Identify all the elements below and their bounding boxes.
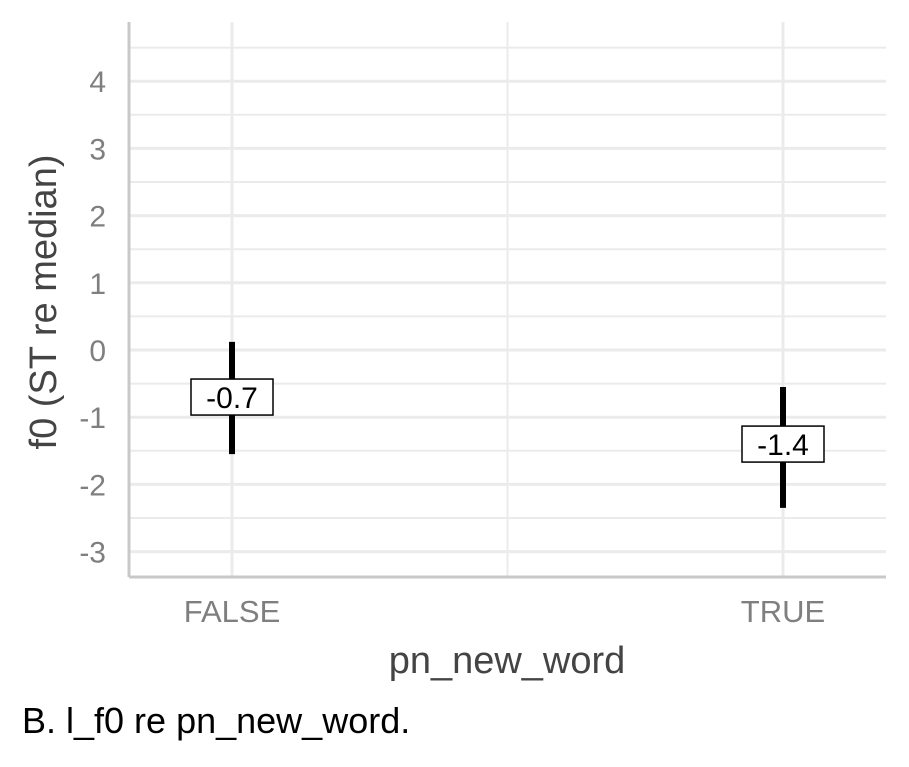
y-axis-title: f0 (ST re median): [23, 155, 65, 450]
value-label-box: [741, 425, 825, 463]
value-label: -1.4: [757, 429, 809, 462]
y-tick-label: 3: [89, 133, 106, 166]
grid: [129, 22, 886, 577]
y-tick-labels: -3 -2 -1 0 1 2 3 4: [79, 66, 106, 569]
axes: [127, 22, 886, 579]
y-tick-label: -2: [79, 469, 106, 502]
x-axis-title: pn_new_word: [389, 640, 626, 682]
y-tick-label: 1: [89, 268, 106, 301]
x-tick-labels: FALSE TRUE: [184, 594, 825, 629]
y-tick-label: -3: [79, 537, 106, 570]
x-tick-label: FALSE: [184, 594, 281, 629]
error-bars: -0.7 -1.4: [190, 341, 825, 508]
y-tick-label: 0: [89, 335, 106, 368]
y-tick-label: 4: [89, 66, 106, 99]
x-tick-label: TRUE: [741, 594, 825, 629]
chart: -3 -2 -1 0 1 2 3 4 FALSE TRUE -0.7 -1.4 pn_new_wo…: [23, 22, 886, 682]
figure-caption: B. l_f0 re pn_new_word.: [22, 700, 411, 741]
y-tick-label: 2: [89, 201, 106, 234]
y-tick-label: -1: [79, 402, 106, 435]
value-label-box: [190, 378, 274, 416]
value-label: -0.7: [206, 382, 258, 415]
